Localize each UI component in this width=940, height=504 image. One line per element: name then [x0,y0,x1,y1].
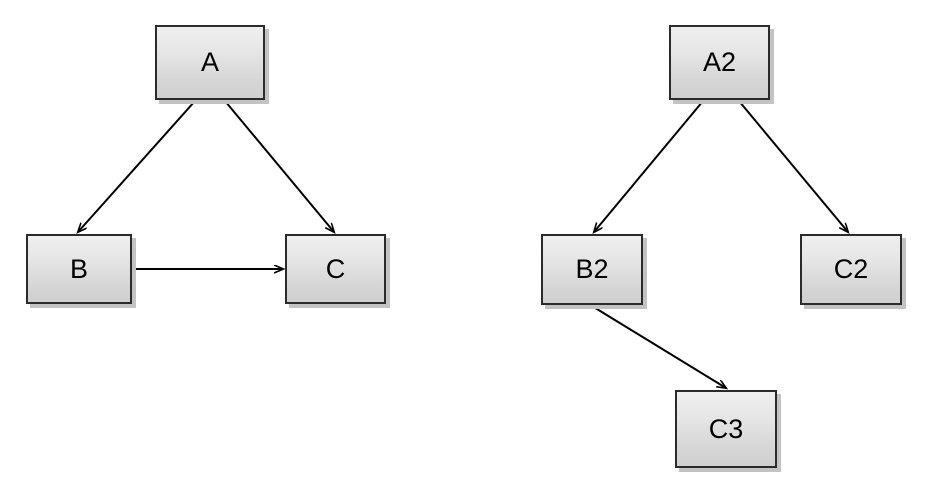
node-c[interactable]: C [285,234,386,304]
node-b[interactable]: B [26,234,132,304]
node-label: C [325,253,346,284]
node-a2[interactable]: A2 [669,25,770,100]
edge-a-to-b[interactable] [78,100,196,232]
node-c2[interactable]: C2 [800,234,902,305]
node-label: B2 [575,254,609,284]
node-label: C2 [833,254,869,284]
edge-a-to-c[interactable] [224,100,334,232]
edge-b2-to-c3[interactable] [591,305,726,388]
edge-a2-to-c2[interactable] [738,100,848,232]
edges-group [78,100,848,388]
node-c3[interactable]: C3 [675,390,777,468]
node-a[interactable]: A [155,25,265,100]
node-label: A [200,47,219,77]
node-b2[interactable]: B2 [541,234,643,305]
node-label: C3 [708,413,744,444]
edge-a2-to-b2[interactable] [594,100,704,232]
node-label: A2 [702,47,737,77]
node-label: B [69,253,88,284]
